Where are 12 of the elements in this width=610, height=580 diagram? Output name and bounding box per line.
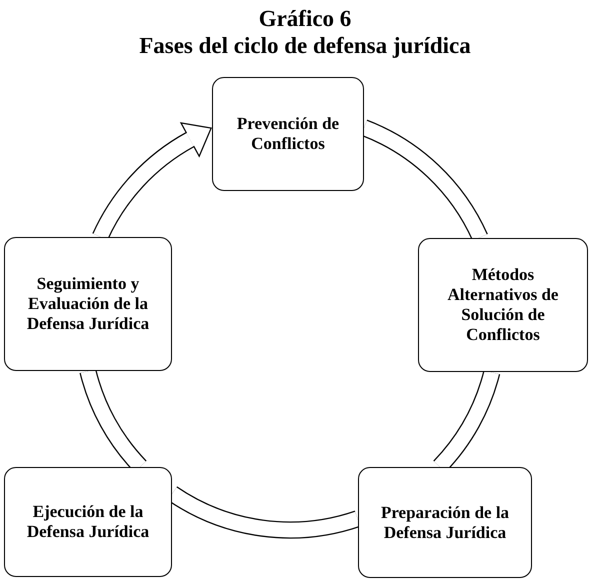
phase-box xyxy=(358,467,532,578)
phase-label: Prevención de Conflictos xyxy=(236,114,340,154)
phase-box xyxy=(4,237,172,371)
phase-label: Preparación de la Defensa Jurídica xyxy=(380,502,510,542)
phase-label: Métodos Alternativos de Solución de Conflictos xyxy=(446,265,560,345)
figure-number: Gráfico 6 xyxy=(258,6,352,32)
phase-label: Ejecución de la Defensa Jurídica xyxy=(26,502,150,542)
phase-label: Seguimiento y Evaluación de la Defensa Jurídica xyxy=(26,274,150,334)
phase-box xyxy=(212,77,364,191)
diagram-title: Fases del ciclo de defensa jurídica xyxy=(138,33,472,59)
phase-box xyxy=(4,467,172,577)
phase-box xyxy=(418,238,588,372)
